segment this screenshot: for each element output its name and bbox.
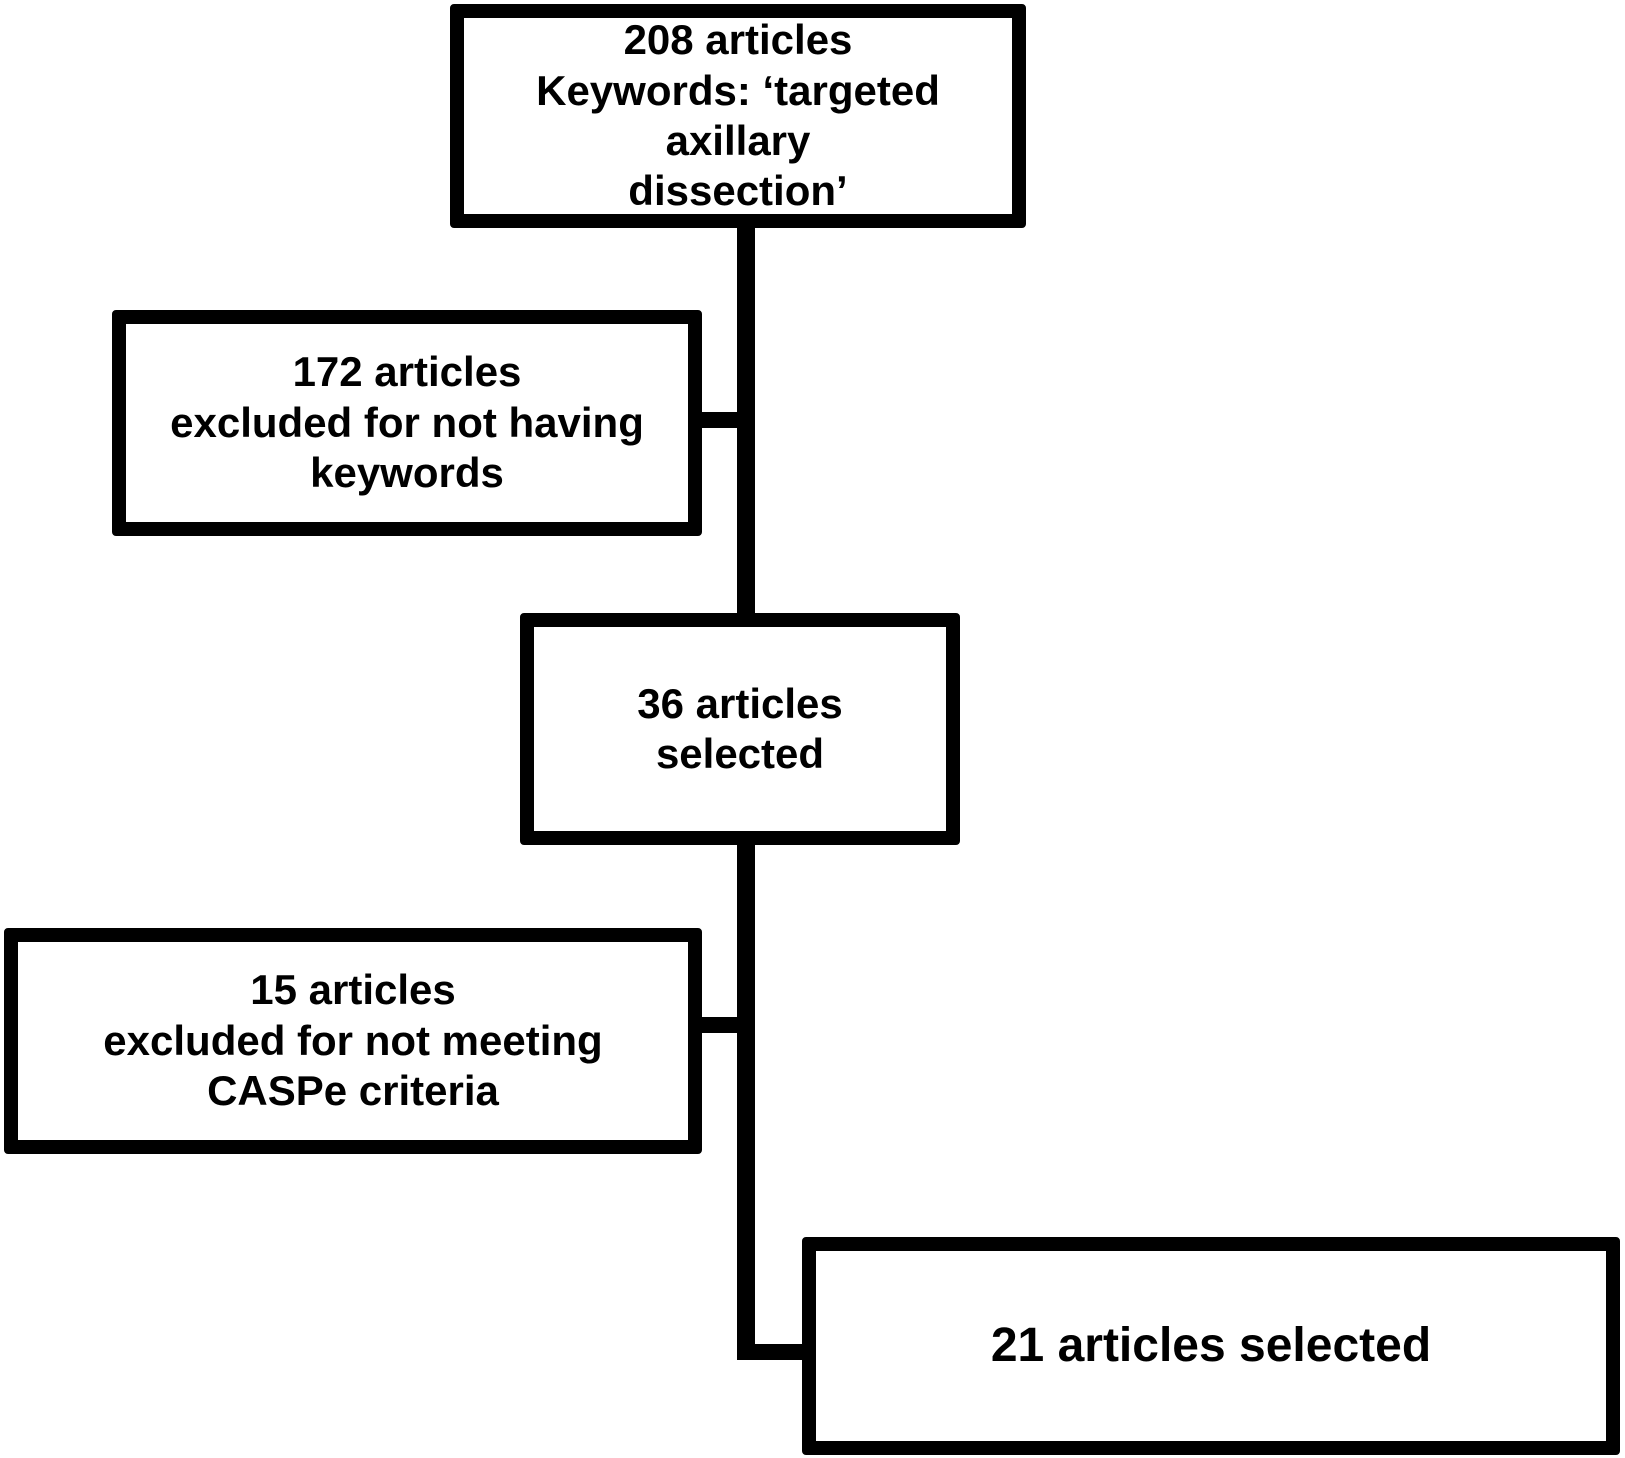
box-initial-line-3: dissection’ (628, 167, 848, 215)
flowchart-box-excluded-keywords: 172 articles excluded for not having key… (112, 310, 702, 536)
box-excluded-keywords-line-1: 172 articles (292, 348, 522, 396)
flowchart-box-final: 21 articles selected (802, 1237, 1620, 1455)
connector-stub-excluded-caspe (694, 1017, 744, 1033)
flowchart-box-selected-36: 36 articles selected (520, 613, 960, 845)
box-selected-36-line-2: selected (655, 730, 825, 777)
flowchart-box-initial: 208 articles Keywords: ‘targeted axillar… (450, 4, 1026, 228)
box-excluded-caspe-line-3: CASPe criteria (207, 1067, 499, 1115)
connector-trunk-top (737, 220, 755, 632)
connector-elbow-final (737, 1344, 809, 1360)
box-excluded-keywords-line-2: excluded for not having (170, 398, 644, 446)
flowchart-box-excluded-caspe: 15 articles excluded for not meeting CAS… (4, 928, 702, 1154)
box-excluded-caspe-line-2: excluded for not meeting (103, 1016, 603, 1064)
connector-trunk-bottom (737, 836, 755, 1360)
connector-stub-excluded-keywords (694, 412, 744, 428)
box-initial-line-1: 208 articles (623, 16, 853, 64)
box-excluded-caspe-line-1: 15 articles (250, 966, 456, 1014)
box-initial-line-2: Keywords: ‘targeted axillary (536, 66, 940, 164)
box-final-line-1: 21 articles selected (990, 1319, 1432, 1373)
box-excluded-keywords-line-3: keywords (310, 449, 504, 497)
box-selected-36-line-1: 36 articles (637, 679, 843, 727)
